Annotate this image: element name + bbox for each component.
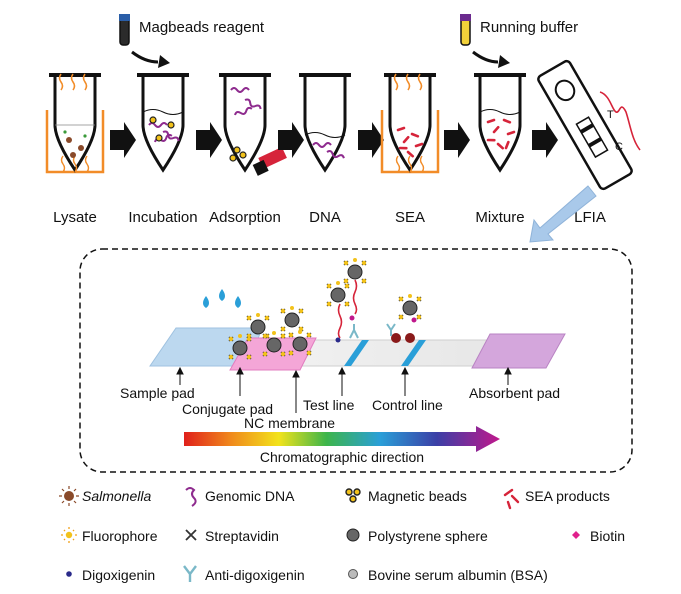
- label-absorbent-pad: Absorbent pad: [469, 385, 560, 401]
- legend-fluorophore: Fluorophore: [82, 528, 158, 544]
- label-test-line: Test line: [303, 397, 355, 413]
- digoxigenin-icon: [66, 571, 72, 577]
- running-buffer-label: Running buffer: [480, 19, 578, 36]
- test-line: [344, 340, 369, 366]
- legend-streptavidin: Streptavidin: [205, 528, 279, 544]
- tube-adsorption: [217, 73, 287, 176]
- legend-magnetic-beads: Magnetic beads: [368, 488, 467, 504]
- magbeads-reagent-tube: [119, 14, 130, 46]
- step-arrow-1: [110, 122, 136, 158]
- label-chromatographic-direction: Chromatographic direction: [260, 449, 424, 465]
- fluorescence-curve: [599, 91, 641, 151]
- label-conjugate-pad: Conjugate pad: [182, 401, 273, 417]
- step-label-adsorption: Adsorption: [209, 209, 281, 226]
- legend-sea-products: SEA products: [525, 488, 610, 504]
- zoom-arrow: [529, 185, 597, 243]
- salmonella-icon: [59, 486, 79, 506]
- strip-label-c: C: [615, 141, 623, 153]
- step-arrow-6: [532, 122, 558, 158]
- label-nc-membrane: NC membrane: [244, 415, 335, 431]
- tube-incubation: [135, 73, 191, 172]
- legend-biotin: Biotin: [590, 528, 625, 544]
- control-line: [401, 340, 426, 366]
- legend-anti-digoxigenin: Anti-digoxigenin: [205, 567, 305, 583]
- step-arrow-2: [196, 122, 222, 158]
- step-arrow-3: [278, 122, 304, 158]
- bsa-icon: [348, 569, 358, 579]
- step-label-sea: SEA: [395, 209, 425, 226]
- tube-mixture: [472, 73, 528, 172]
- sample-droplets: [203, 289, 241, 308]
- control-line-capture: [386, 293, 422, 343]
- legend-bsa: Bovine serum albumin (BSA): [368, 567, 548, 583]
- magbeads-reagent-label: Magbeads reagent: [139, 19, 265, 36]
- magnetic-beads-icon: [345, 488, 361, 503]
- genomic-dna-icon: [185, 487, 197, 507]
- chromatographic-direction-arrow: [184, 426, 500, 452]
- step-arrow-4: [358, 122, 384, 158]
- absorbent-pad: [471, 333, 566, 369]
- polystyrene-sphere-icon: [346, 528, 360, 542]
- step-label-dna: DNA: [309, 209, 341, 226]
- tube-sea: [380, 73, 440, 174]
- step-label-incubation: Incubation: [128, 209, 197, 226]
- step-label-lysate: Lysate: [53, 209, 97, 226]
- magbeads-curved-arrow: [131, 50, 159, 64]
- label-control-line: Control line: [372, 397, 443, 413]
- step-label-lfia: LFIA: [574, 209, 606, 226]
- running-buffer-tube: [460, 14, 471, 46]
- label-sample-pad: Sample pad: [120, 385, 195, 401]
- label-pointers: [176, 366, 512, 413]
- strip-label-t: T: [607, 109, 614, 121]
- step-label-mixture: Mixture: [475, 209, 524, 226]
- biotin-icon: [572, 531, 580, 539]
- fluorophore-icon: [61, 527, 77, 543]
- legend-polystyrene: Polystyrene sphere: [368, 528, 488, 544]
- legend-genomic-dna: Genomic DNA: [205, 488, 295, 504]
- anti-digoxigenin-icon: [183, 565, 197, 582]
- lfia-strip-cassette: [537, 59, 633, 191]
- tube-lysate: [45, 73, 105, 174]
- legend-salmonella: Salmonella: [82, 488, 151, 504]
- legend-digoxigenin: Digoxigenin: [82, 567, 155, 583]
- sea-products-icon: [503, 488, 520, 510]
- buffer-curved-arrow: [472, 50, 499, 64]
- lfia-detail-panel: [79, 248, 633, 473]
- tube-dna: [297, 73, 353, 172]
- step-arrow-5: [444, 122, 470, 158]
- test-line-capture: [326, 257, 367, 343]
- streptavidin-icon: [185, 529, 197, 541]
